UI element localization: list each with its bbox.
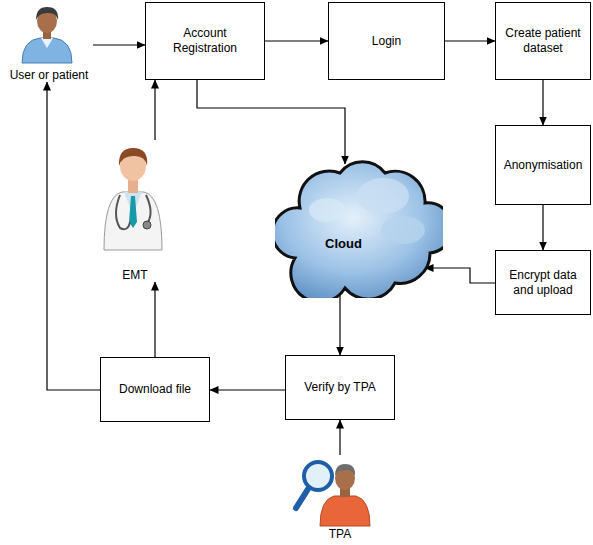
cloud-node: Cloud [275,148,443,298]
flow-arrow [339,290,340,355]
node-label: Cloud [325,236,362,251]
process-box: Login [328,2,445,80]
process-box: Anonymisation [495,125,591,205]
process-box: Verify by TPA [285,355,395,420]
node-label: Encrypt data and upload [502,268,584,298]
node-label: Login [372,34,401,49]
flow-arrow [339,420,340,455]
process-box: Download file [100,357,210,422]
node-label: TPA [329,527,351,541]
flow-arrow [445,40,495,41]
node-label: Create patient dataset [502,26,584,56]
flow-arrow [265,40,328,41]
emt-actor: EMT [100,140,170,282]
flow-arrow [425,268,495,283]
node-label: Account Registration [152,26,258,56]
flow-arrow [93,44,145,45]
patient-actor: User or patient [5,2,93,82]
flow-arrow [542,205,543,250]
node-label: Verify by TPA [304,380,376,395]
process-box: Account Registration [145,2,265,80]
node-label: Anonymisation [504,158,583,173]
flow-arrow [154,80,155,140]
node-label: EMT [122,268,147,282]
flow-arrow [154,282,155,357]
flow-arrow [210,389,285,390]
flow-arrow [47,82,100,390]
process-box: Encrypt data and upload [495,250,591,315]
process-box: Create patient dataset [495,2,591,80]
tpa-actor: TPA [295,455,385,541]
node-label: User or patient [10,68,89,82]
node-label: Download file [119,382,191,397]
cloud-outline [275,148,443,298]
flow-arrow [197,80,345,164]
flow-arrow [542,80,543,125]
